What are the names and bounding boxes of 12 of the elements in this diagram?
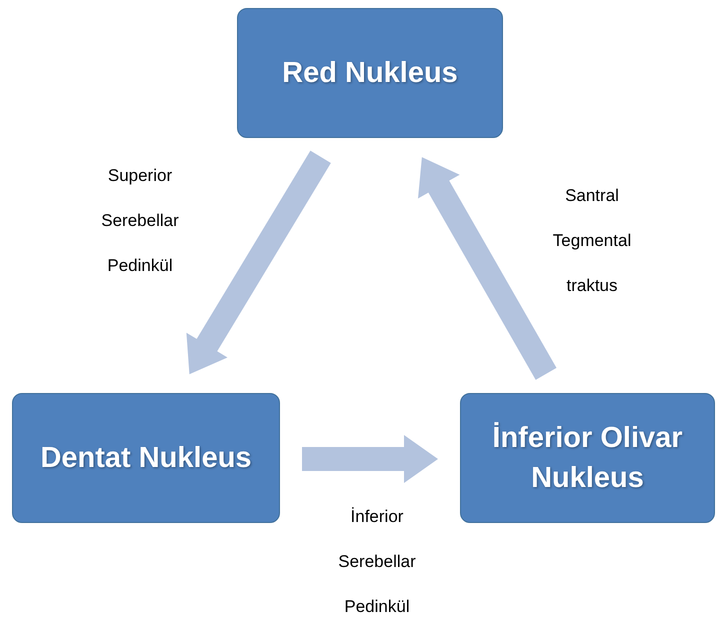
node-title: İnferior Olivar Nukleus xyxy=(491,421,684,496)
edge-label: Superior Serebellar Pedinkül xyxy=(100,165,180,277)
block-arrow xyxy=(186,150,331,374)
node-title: Red Nukleus xyxy=(282,56,458,91)
process-box xyxy=(12,393,280,523)
block-arrow xyxy=(302,435,438,483)
process-box xyxy=(237,8,503,138)
process-box xyxy=(460,393,715,523)
edge-label: Santral Tegmental traktus xyxy=(552,185,632,297)
node-title: Dentat Nukleus xyxy=(40,441,252,476)
edge-label: İnferior Serebellar Pedinkül xyxy=(337,506,417,618)
block-arrow xyxy=(418,157,556,380)
